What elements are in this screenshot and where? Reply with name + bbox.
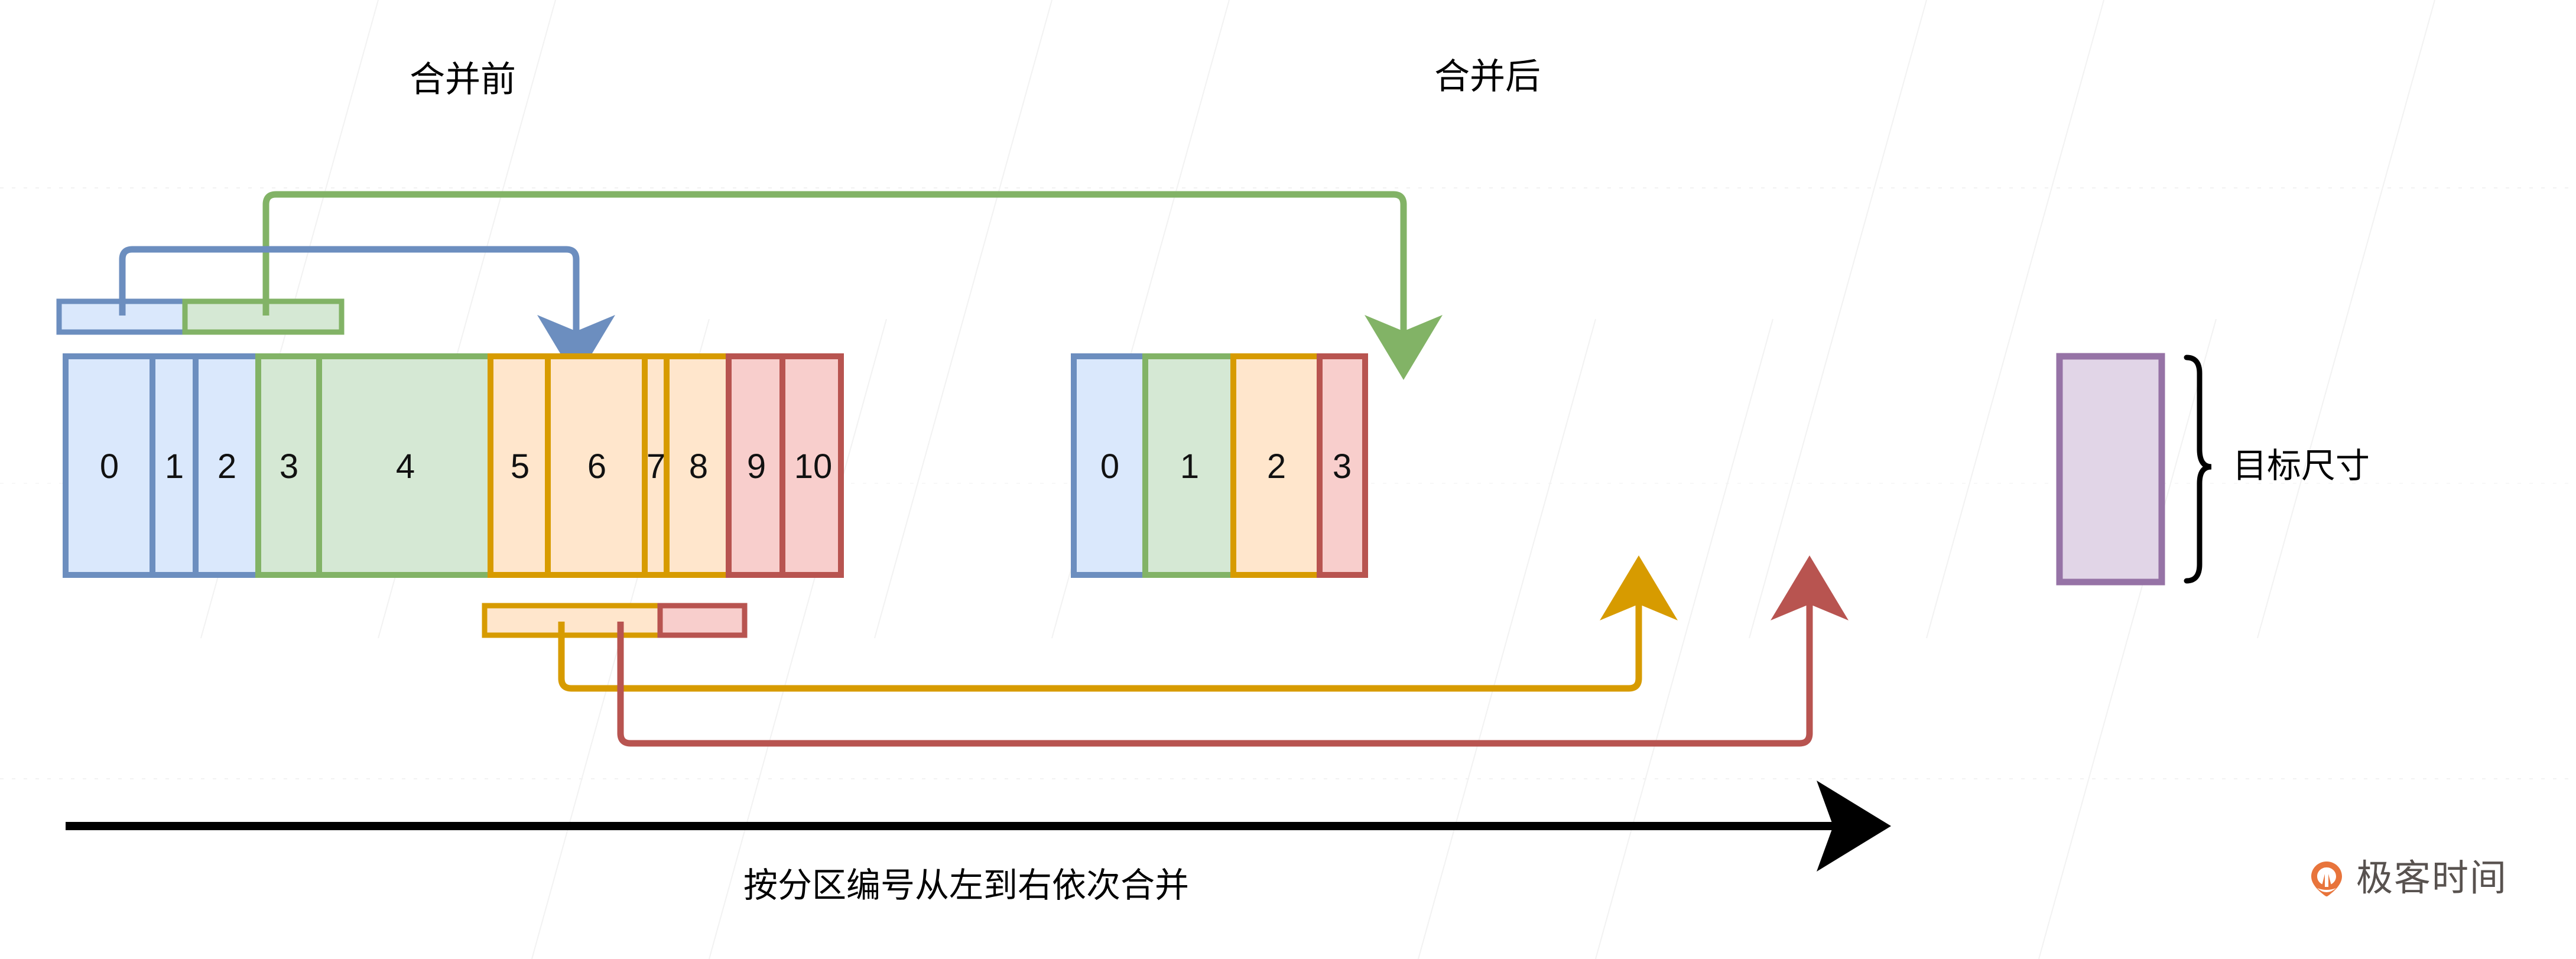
before-cell-label-3: 3	[279, 447, 299, 486]
before-cell-label-10: 10	[794, 447, 833, 486]
after-cell-label-0: 0	[1100, 447, 1120, 486]
connector-green	[262, 191, 1443, 380]
group-bar-blue-above	[56, 298, 188, 335]
before-cell-label-0: 0	[99, 447, 119, 486]
target-size-label: 目标尺寸	[2233, 447, 2370, 485]
before-cell-label-8: 8	[688, 447, 709, 486]
group-bar-green-above	[182, 298, 345, 335]
header-before: 合并前	[410, 60, 516, 99]
after-cell-label-2: 2	[1266, 447, 1287, 486]
after-cell-label-1: 1	[1180, 447, 1200, 486]
connector-red	[617, 555, 1849, 747]
before-cell-label-6: 6	[587, 447, 607, 486]
group-bar-orange-below	[482, 603, 663, 638]
location-pin-icon	[2308, 860, 2346, 898]
brace	[2184, 355, 2212, 584]
connector-blue	[119, 246, 615, 380]
before-cell-label-9: 9	[746, 447, 766, 486]
before-cell-label-4: 4	[395, 447, 415, 486]
target-block	[2056, 353, 2165, 586]
header-after: 合并后	[1434, 57, 1541, 96]
brand-logo: 极客时间	[2308, 860, 2507, 898]
group-bar-red-below	[657, 603, 748, 638]
connector-orange	[558, 555, 1678, 692]
after-cell-label-3: 3	[1332, 447, 1352, 486]
before-cell-label-7: 7	[646, 447, 666, 486]
before-cell-label-5: 5	[510, 447, 530, 486]
brand-name: 极客时间	[2356, 858, 2508, 899]
before-cell-label-1: 1	[164, 447, 184, 486]
before-cell-label-2: 2	[217, 447, 237, 486]
flow-caption: 按分区编号从左到右依次合并	[743, 866, 1190, 905]
